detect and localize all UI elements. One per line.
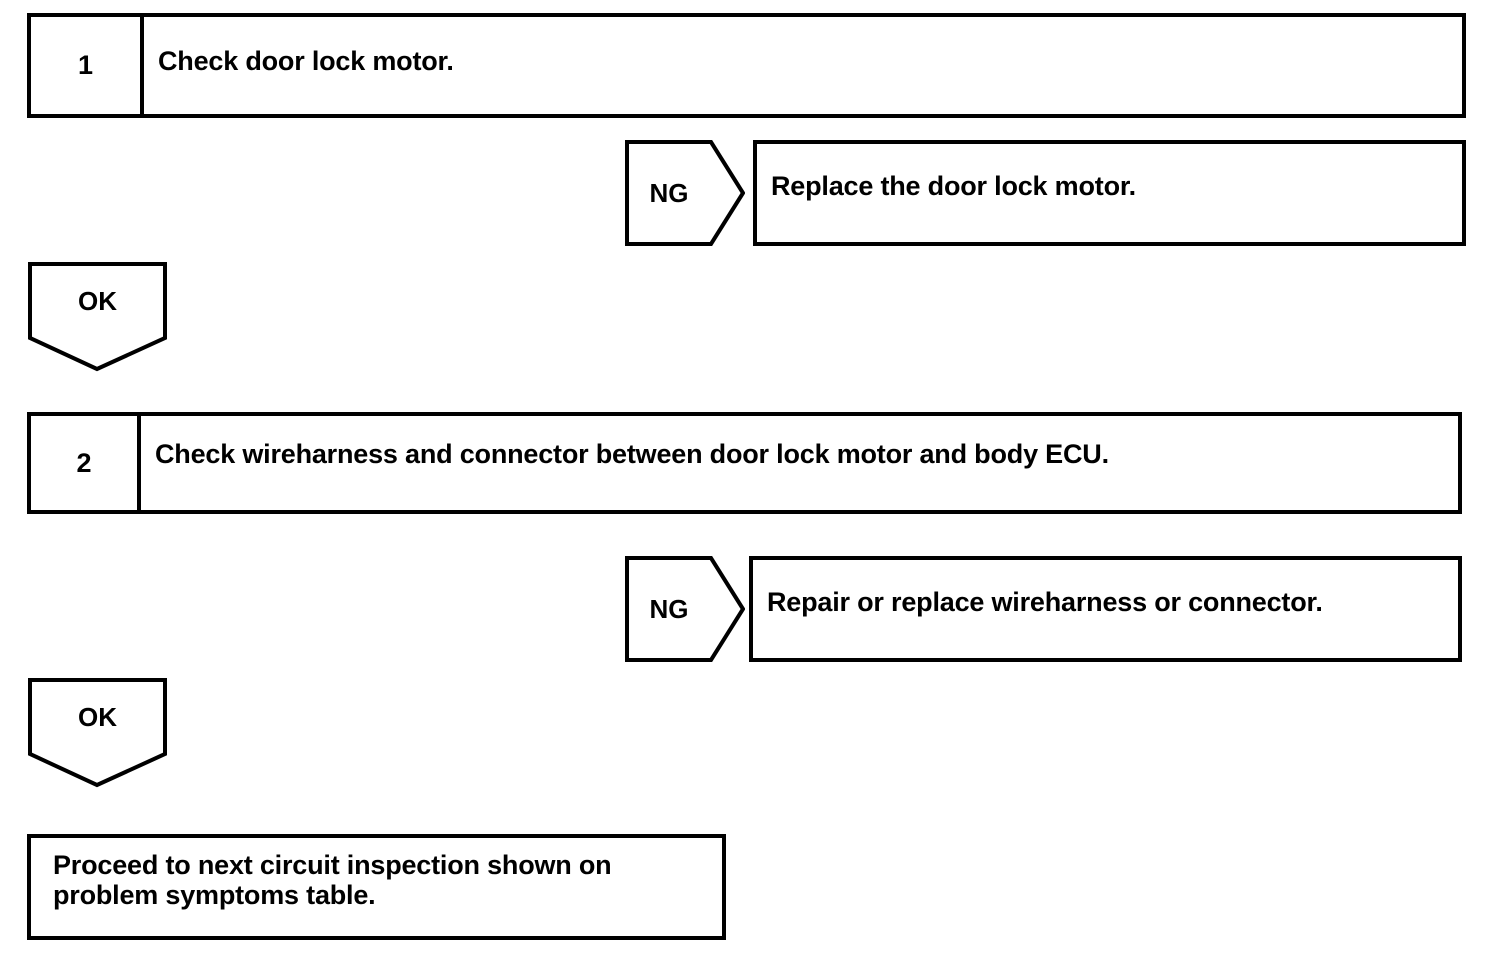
ok-connector-shape-2 xyxy=(28,678,167,788)
step-box-2: 2 Check wireharness and connector betwee… xyxy=(27,412,1462,514)
ng-action-text-1: Replace the door lock motor. xyxy=(771,171,1136,201)
ok-connector-label-2: OK xyxy=(78,701,117,732)
ng-arrow-label-2: NG xyxy=(649,593,689,624)
ok-connector-2: OK xyxy=(28,678,167,788)
ok-connector-1: OK xyxy=(28,262,167,372)
ng-action-box-1: Replace the door lock motor. xyxy=(753,140,1466,246)
step-number-2: 2 xyxy=(31,416,141,510)
ng-action-box-2: Repair or replace wireharness or connect… xyxy=(749,556,1462,662)
terminal-box: Proceed to next circuit inspection shown… xyxy=(27,834,726,940)
ng-arrow-shape-1 xyxy=(625,140,745,246)
ng-action-text-2: Repair or replace wireharness or connect… xyxy=(767,587,1323,617)
ng-arrow-1: NG xyxy=(625,140,745,246)
step-box-1: 1 Check door lock motor. xyxy=(27,13,1466,118)
terminal-text: Proceed to next circuit inspection shown… xyxy=(53,850,612,911)
step-instruction-1: Check door lock motor. xyxy=(158,46,454,76)
ng-arrow-shape-2 xyxy=(625,556,745,662)
ok-connector-label-1: OK xyxy=(78,285,117,316)
ng-arrow-2: NG xyxy=(625,556,745,662)
step-number-1: 1 xyxy=(31,17,144,114)
step-instruction-2: Check wireharness and connector between … xyxy=(155,439,1109,469)
ng-arrow-label-1: NG xyxy=(649,177,689,208)
ok-connector-shape-1 xyxy=(28,262,167,372)
